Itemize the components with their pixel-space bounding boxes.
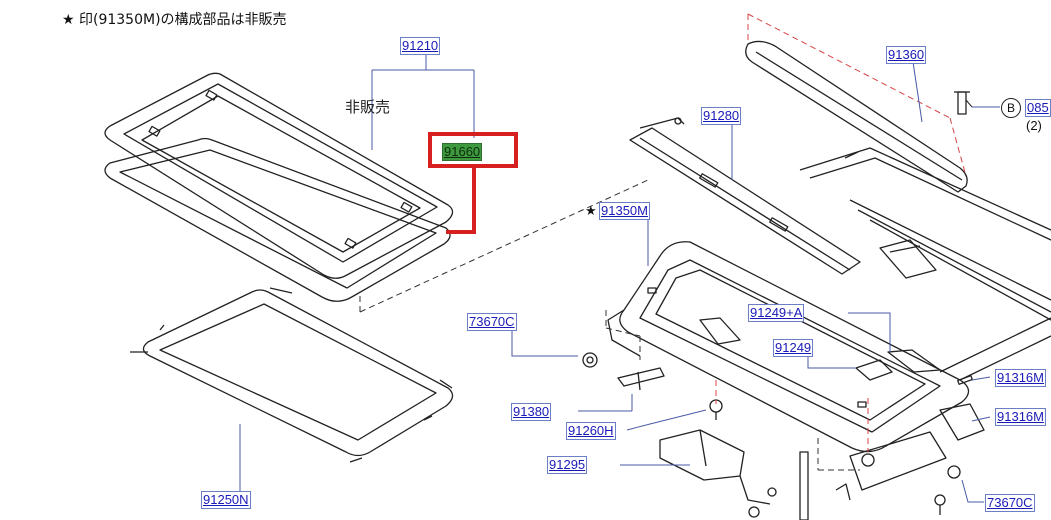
part-91249-a[interactable]: 91249+A <box>748 304 805 322</box>
rear-frame <box>799 147 1051 321</box>
quantity-note: (2) <box>1026 118 1042 133</box>
small-parts <box>582 91 985 520</box>
part-73670C-lower[interactable]: 73670C <box>985 494 1035 512</box>
sales-note: ★ 印(91350M)の構成部品は非販売 <box>62 12 287 28</box>
highlight-box <box>428 132 518 168</box>
not-for-sale-label: 非販売 <box>345 98 391 116</box>
glass-panel <box>104 72 454 279</box>
part-91260H[interactable]: 91260H <box>566 422 616 440</box>
sunroof-main-frame <box>607 241 1051 453</box>
part-91316M-upper[interactable]: 91316M <box>995 369 1046 387</box>
part-91210[interactable]: 91210 <box>400 37 441 55</box>
part-91360[interactable]: 91360 <box>886 46 927 64</box>
star-mark: ★ <box>585 203 597 218</box>
part-91280[interactable]: 91280 <box>701 107 742 125</box>
part-085[interactable]: 085 <box>1025 99 1051 117</box>
wind-deflector <box>745 40 968 193</box>
sunshade-panel <box>130 287 454 463</box>
glass-weatherstrip <box>104 137 451 302</box>
part-91660[interactable]: 91660 <box>442 143 483 161</box>
part-73670C-upper[interactable]: 73670C <box>467 313 517 331</box>
part-91249[interactable]: 91249 <box>773 339 814 357</box>
part-91295[interactable]: 91295 <box>547 456 588 474</box>
ref-b-circle: B <box>1001 98 1021 118</box>
part-91316M-lower[interactable]: 91316M <box>995 408 1046 426</box>
part-91350M[interactable]: 91350M <box>599 202 650 220</box>
part-91380[interactable]: 91380 <box>511 403 552 421</box>
front-rail <box>629 117 861 275</box>
part-91250N[interactable]: 91250N <box>201 491 251 509</box>
